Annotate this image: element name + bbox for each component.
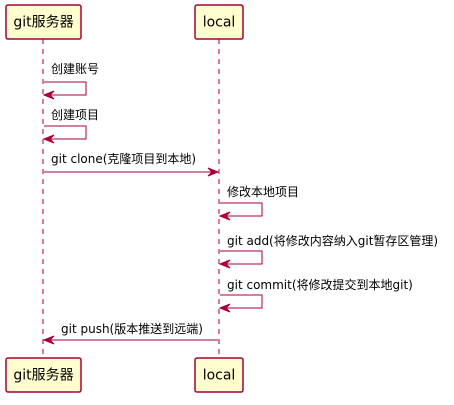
participant-label: local <box>203 368 236 384</box>
participant-local-top: local <box>194 4 244 40</box>
message-git-commit: git commit(将修改提交到本地git) <box>218 277 413 313</box>
message-label: 创建项目 <box>51 108 99 122</box>
message-git-clone: git clone(克隆项目到本地) <box>44 151 220 177</box>
message-label: git commit(将修改提交到本地git) <box>227 277 413 292</box>
message-label: git clone(克隆项目到本地) <box>51 151 196 166</box>
participant-local-bottom: local <box>194 357 244 393</box>
message-label: 创建账号 <box>51 62 99 76</box>
participant-git-server-top: git服务器 <box>5 4 82 40</box>
message-label: git add(将修改内容纳入git暂存区管理) <box>227 233 438 248</box>
message-git-add: git add(将修改内容纳入git暂存区管理) <box>218 233 438 269</box>
participant-git-server-bottom: git服务器 <box>5 357 82 393</box>
message-git-push: git push(版本推送到远端) <box>42 321 218 345</box>
message-label: 修改本地项目 <box>227 184 299 199</box>
participant-label: git服务器 <box>13 368 73 384</box>
participant-label: git服务器 <box>13 15 73 31</box>
message-create-account: 创建账号 <box>42 62 99 100</box>
message-label: git push(版本推送到远端) <box>61 321 203 336</box>
participant-label: local <box>203 15 236 31</box>
message-modify-local-project: 修改本地项目 <box>218 184 299 221</box>
message-create-project: 创建项目 <box>42 108 99 144</box>
